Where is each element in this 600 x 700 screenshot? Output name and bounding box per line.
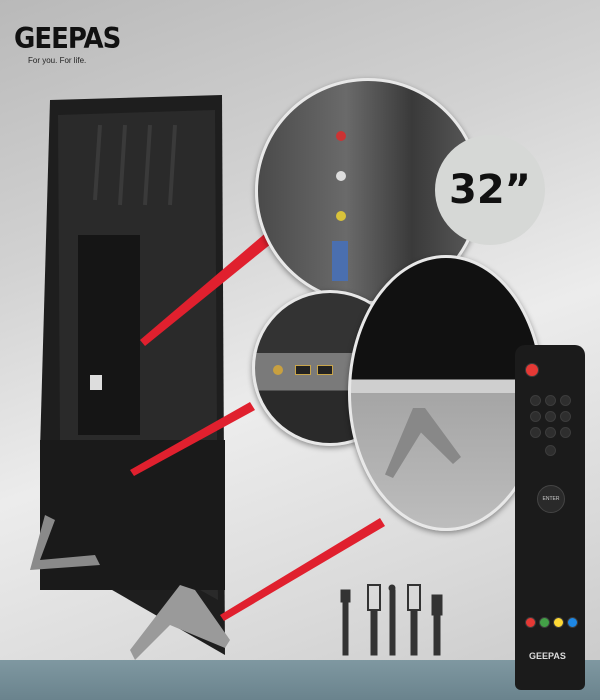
- stand-leg: [385, 408, 461, 478]
- tv-stand-left: [30, 515, 100, 570]
- tv-stand-right: [130, 585, 230, 660]
- enter-button: ENTER: [537, 485, 565, 513]
- yellow-key: [553, 617, 564, 628]
- vga-port: [332, 241, 348, 281]
- remote-logo: GEEPAS: [529, 651, 566, 661]
- number-button: [530, 395, 541, 406]
- red-key: [525, 617, 536, 628]
- screen-size-badge: 32”: [435, 135, 545, 245]
- number-button: [560, 427, 571, 438]
- red-port: [336, 131, 346, 141]
- brand-tagline: For you. For life.: [28, 56, 87, 65]
- hdmi-port: [295, 365, 311, 375]
- brand-logo: GEEPAS For you. For life.: [14, 22, 121, 66]
- coax-port: [273, 365, 283, 375]
- number-button: [545, 427, 556, 438]
- tv-base: [40, 440, 225, 590]
- green-key: [539, 617, 550, 628]
- number-button: [560, 395, 571, 406]
- number-button: [545, 445, 556, 456]
- number-button: [530, 427, 541, 438]
- cable-icons: [340, 584, 443, 656]
- number-button: [545, 411, 556, 422]
- number-button: [530, 411, 541, 422]
- yellow-port: [336, 211, 346, 221]
- remote-control: ENTER GEEPAS: [515, 345, 585, 690]
- number-button: [560, 411, 571, 422]
- hdmi-port: [317, 365, 333, 375]
- brand-name: GEEPAS: [14, 22, 121, 56]
- blue-key: [567, 617, 578, 628]
- tv-label-sticker: [90, 375, 102, 390]
- callout-lines: [130, 225, 385, 621]
- white-port: [336, 171, 346, 181]
- power-button: [525, 363, 539, 377]
- screen-size-label: 32”: [449, 167, 531, 213]
- number-button: [545, 395, 556, 406]
- tv-ribs: [93, 124, 177, 206]
- bottom-band: [0, 660, 600, 700]
- tv-port-panel: [78, 235, 140, 435]
